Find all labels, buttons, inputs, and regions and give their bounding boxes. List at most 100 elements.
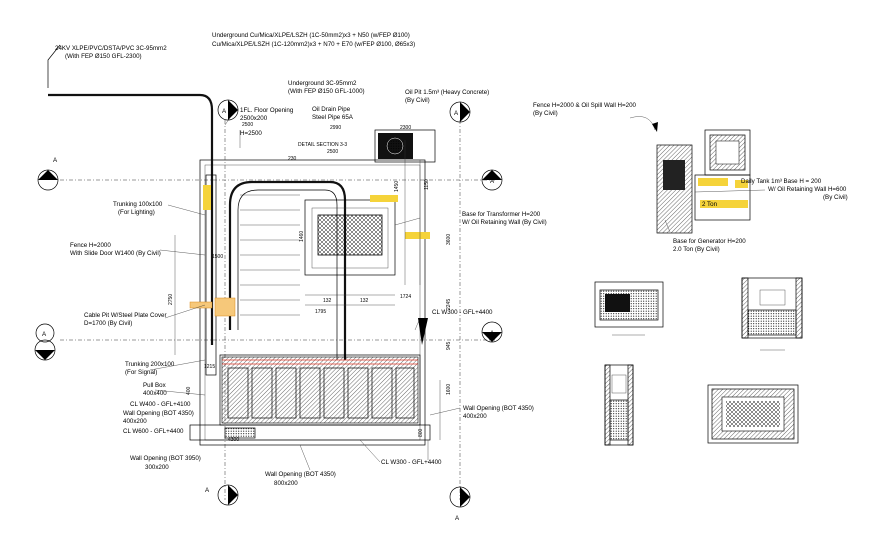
section-markers: A A A A A A A [34, 99, 503, 522]
section-marker-right-mid: A [481, 321, 503, 343]
svg-text:(By Civil): (By Civil) [823, 194, 848, 201]
fence-label: Fence H=2000 [70, 242, 111, 249]
oil-pit-label: Oil Pit 1.5m³ (Heavy Concrete) [405, 89, 489, 96]
cable-ladder [240, 194, 300, 316]
floor-opening-label: 1FL. Floor Opening [240, 107, 294, 114]
dimension-texts: 2500 2300 2990 2500 1450 1150 1460 2750 … [168, 122, 452, 443]
svg-text:2500x200: 2500x200 [240, 115, 268, 122]
section-marker-top-center: A [217, 99, 239, 121]
wall-opening-4350b-label: Wall Opening (BOT 4350) [265, 471, 336, 478]
trunking-lighting-label: Trunking 100x100 [113, 201, 163, 208]
svg-text:945: 945 [446, 341, 452, 350]
svg-text:1724: 1724 [400, 294, 411, 300]
svg-text:1600: 1600 [446, 384, 452, 395]
wall-opening-4350a-label: Wall Opening (BOT 4350) [123, 410, 194, 417]
svg-text:300x200: 300x200 [145, 464, 169, 471]
svg-text:D=1700 (By Civil): D=1700 (By Civil) [84, 320, 132, 327]
svg-text:2990: 2990 [330, 125, 341, 131]
section-marker-bottom-left: A [205, 484, 239, 506]
svg-text:A: A [490, 178, 495, 185]
svg-text:(With FEP Ø150 GFL-1000): (With FEP Ø150 GFL-1000) [288, 88, 365, 95]
svg-text:1450: 1450 [394, 181, 400, 192]
svg-text:3600: 3600 [446, 234, 452, 245]
svg-text:4300: 4300 [228, 437, 239, 443]
daily-tank-label: Daily Tank 1m³ Base H = 200 [741, 178, 822, 185]
svg-text:(By Civil): (By Civil) [533, 110, 558, 117]
svg-text:A: A [490, 330, 495, 337]
leader-lines [149, 109, 461, 471]
highlight-transformer [370, 195, 398, 202]
svg-text:A: A [42, 331, 47, 338]
dimension-lines [174, 130, 441, 460]
cable-rack-curve [228, 180, 347, 360]
svg-text:Cu/Mica/XLPE/LSZH (1C-120mm2)x: Cu/Mica/XLPE/LSZH (1C-120mm2)x3 + N70 + … [212, 41, 415, 48]
wall-opening-3950-label: Wall Opening (BOT 3950) [130, 455, 201, 462]
svg-text:400x400: 400x400 [143, 390, 167, 397]
fence-oil-label: Fence H=2000 & Oil Spill Wall H=200 [533, 102, 637, 109]
svg-text:132: 132 [323, 298, 332, 304]
svg-text:2750: 2750 [168, 294, 174, 305]
svg-text:1460: 1460 [299, 231, 305, 242]
svg-text:A: A [205, 487, 210, 494]
svg-text:1150: 1150 [424, 179, 430, 190]
ug-cable-label-2: Underground 3C-95mm2 [288, 80, 357, 87]
pull-box-label: Pull Box [143, 382, 167, 389]
oil-drain-label: Oil Drain Pipe [312, 106, 351, 113]
detail-plan-4 [707, 384, 799, 444]
svg-text:400x200: 400x200 [123, 418, 147, 425]
svg-text:2245: 2245 [446, 299, 452, 310]
transformer-base-label: Base for Transformer H=200 [462, 211, 541, 218]
cl-w300-bottom-label: CL W300 - GFL+4400 [381, 459, 442, 466]
section-marker-bottom-right: A [449, 486, 471, 522]
svg-text:A: A [53, 157, 58, 164]
svg-text:800x200: 800x200 [274, 480, 298, 487]
svg-text:A: A [222, 108, 227, 115]
svg-text:2.0 Ton (By Civil): 2.0 Ton (By Civil) [673, 246, 720, 253]
svg-text:(By Civil): (By Civil) [405, 97, 430, 104]
svg-text:With Slide Door W1400 (By Civi: With Slide Door W1400 (By Civil) [70, 250, 161, 257]
svg-text:A: A [454, 110, 459, 117]
cl-w400-label: CL W400 - GFL+4100 [130, 401, 191, 408]
generator-base-label: Base for Generator H=200 [673, 238, 746, 245]
cable-leader [47, 44, 61, 88]
cl-w300-right-label: CL W300 - GFL+4400 [432, 309, 493, 316]
svg-text:(For Lighting): (For Lighting) [118, 209, 155, 216]
trunking-vertical [205, 174, 217, 376]
section-marker-top-right: A [449, 101, 471, 123]
detail-plan-1 [594, 281, 664, 328]
svg-text:400: 400 [186, 386, 192, 395]
transformer [317, 214, 383, 256]
svg-text:132: 132 [360, 298, 369, 304]
svg-text:2500: 2500 [242, 122, 253, 128]
transformer-base [304, 199, 396, 276]
generator-cells [227, 367, 415, 419]
svg-text:1795: 1795 [315, 309, 326, 315]
cable-24kv-label: 24KV XLPE/PVC/DSTA/PVC 3C-95mm2 [55, 45, 167, 52]
cl-w600-label: CL W600 - GFL+4400 [123, 428, 184, 435]
svg-text:230: 230 [288, 156, 297, 162]
svg-text:W/ Oil Retaining Wall (By Civi: W/ Oil Retaining Wall (By Civil) [462, 219, 547, 226]
svg-text:W/ Oil Retaining Wall H=600: W/ Oil Retaining Wall H=600 [768, 186, 847, 193]
cable-pit-label: Cable Pit W/Steel Plate Cover [84, 312, 167, 319]
section-marker-right-top: A [481, 169, 503, 191]
section-marker-left-mid: A [34, 323, 56, 361]
annotations: 24KV XLPE/PVC/DSTA/PVC 3C-95mm2 (With FE… [55, 32, 848, 487]
svg-text:1215: 1215 [204, 364, 215, 370]
section-marker-left-top: A [37, 157, 59, 191]
main-plan [47, 44, 495, 500]
wall-opening-4350c-label: Wall Opening (BOT 4350) [463, 405, 534, 412]
svg-text:1500: 1500 [212, 254, 223, 260]
svg-text:(With FEP Ø150 GFL-2300): (With FEP Ø150 GFL-2300) [65, 53, 142, 60]
svg-text:800: 800 [418, 428, 424, 437]
detail-drawings [594, 129, 803, 446]
svg-text:Steel Pipe 65A: Steel Pipe 65A [312, 114, 354, 121]
svg-text:2 Ton: 2 Ton [702, 201, 718, 208]
svg-text:A: A [455, 515, 460, 522]
ug-cable-label-1: Underground Cu/Mica/XLPE/LSZH (1C-50mm2)… [212, 32, 410, 39]
svg-text:H=2500: H=2500 [240, 130, 262, 137]
svg-text:2500: 2500 [327, 149, 338, 155]
trunking-signal-label: Trunking 200x100 [125, 361, 175, 368]
cable-route-24kv [48, 93, 214, 345]
fence-leader [629, 116, 656, 131]
